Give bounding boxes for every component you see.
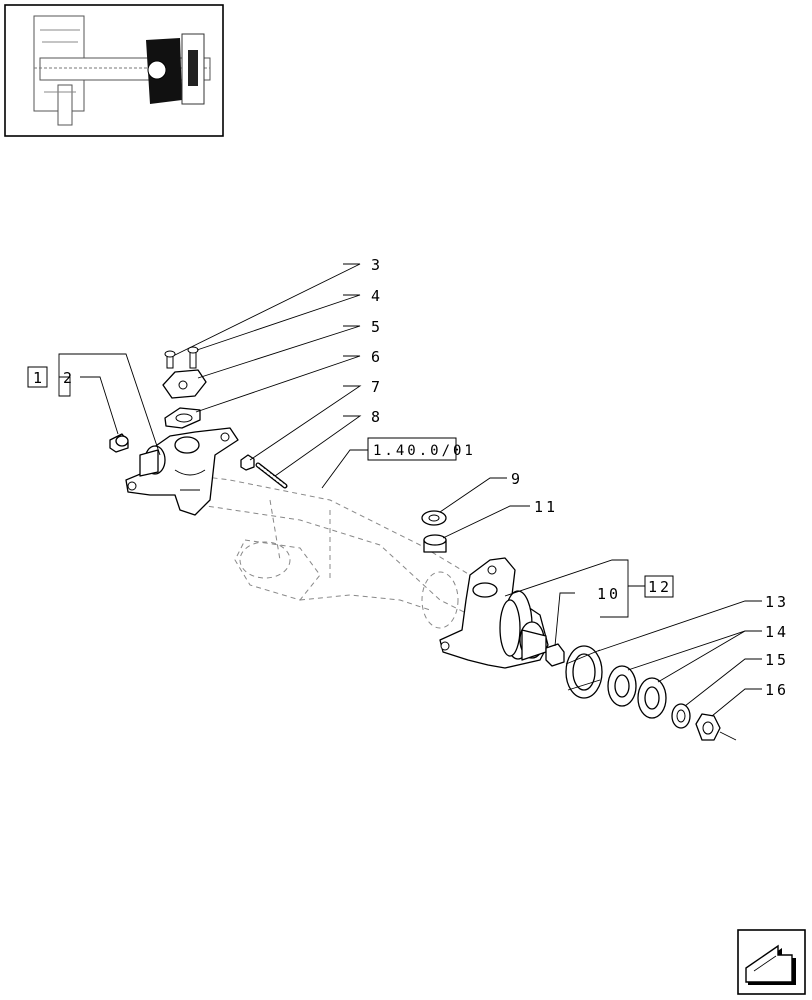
bearing-14b[interactable] xyxy=(637,677,667,719)
callout-3[interactable]: 3 xyxy=(371,256,383,274)
stud-8[interactable] xyxy=(255,462,288,489)
callout-1[interactable]: 1 xyxy=(33,369,45,387)
callout-15[interactable]: 15 xyxy=(765,651,789,669)
bushing-11[interactable] xyxy=(423,534,447,553)
reference-box[interactable] xyxy=(367,437,457,461)
kingpin-bolt-3[interactable] xyxy=(164,350,176,369)
shim-washer[interactable] xyxy=(164,407,201,429)
callout-12[interactable]: 12 xyxy=(648,578,672,596)
overview-thumbnail[interactable] xyxy=(4,4,224,137)
callout-11[interactable]: 11 xyxy=(534,498,558,516)
callout-12-box xyxy=(644,575,674,598)
axle-assembly-thumbnail-icon xyxy=(33,15,211,126)
callout-4[interactable]: 4 xyxy=(371,287,383,305)
callout-16[interactable]: 16 xyxy=(765,681,789,699)
leader-lines xyxy=(58,263,762,717)
spacer-10[interactable] xyxy=(545,643,565,667)
callout-14[interactable]: 14 xyxy=(765,623,789,641)
kingpin-bolt-4[interactable] xyxy=(187,346,199,369)
callout-13[interactable]: 13 xyxy=(765,593,789,611)
bearing-14a[interactable] xyxy=(607,665,637,707)
callout-2[interactable]: 2 xyxy=(63,369,75,387)
left-steering-knuckle[interactable] xyxy=(125,427,239,516)
left-bushing[interactable] xyxy=(109,433,129,453)
callout-8[interactable]: 8 xyxy=(371,408,383,426)
right-steering-knuckle[interactable] xyxy=(439,557,549,669)
callout-7[interactable]: 7 xyxy=(371,378,383,396)
kingpin-cap[interactable] xyxy=(162,369,207,399)
callout-5[interactable]: 5 xyxy=(371,318,383,336)
grease-fitting-7[interactable] xyxy=(240,454,255,471)
washer-15[interactable] xyxy=(671,703,691,729)
callout-1-box xyxy=(27,366,48,388)
reference-label[interactable]: 1.40.0/01 xyxy=(373,443,476,459)
callout-6[interactable]: 6 xyxy=(371,348,383,366)
next-page-arrow-icon[interactable] xyxy=(737,929,806,995)
seal-13[interactable] xyxy=(565,645,603,699)
callout-9[interactable]: 9 xyxy=(511,470,523,488)
washer-9[interactable] xyxy=(421,510,447,526)
axle-housing-outline xyxy=(149,469,471,629)
callout-10[interactable]: 10 xyxy=(597,585,621,603)
nut-16[interactable] xyxy=(695,713,737,741)
